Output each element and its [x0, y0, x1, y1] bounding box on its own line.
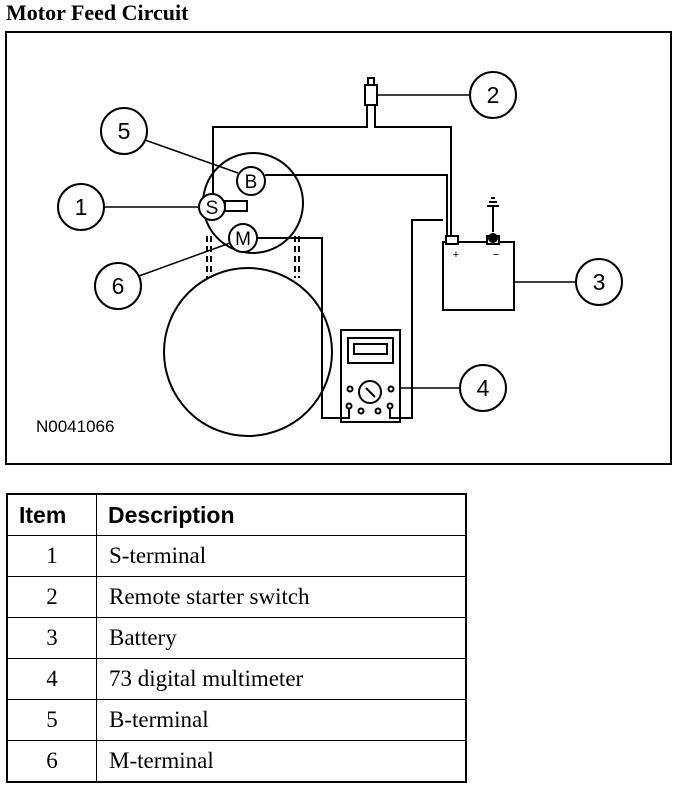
lead-m-to-meter	[257, 237, 350, 419]
callout-5: 5	[118, 118, 131, 144]
legend-table: Item Description 1 S-terminal 2 Remote s…	[6, 493, 467, 783]
wire-switch-to-battery	[374, 105, 452, 236]
multimeter-display-window	[353, 343, 388, 355]
wire-switch-to-s	[212, 105, 368, 194]
callout-circle-4	[459, 364, 507, 412]
multimeter-display	[347, 337, 394, 364]
battery-negative-post-cap	[488, 233, 498, 243]
callout-circle-5	[100, 107, 148, 155]
table-row: 5 B-terminal	[6, 699, 467, 741]
callout-6: 6	[112, 273, 125, 299]
leader-6	[138, 242, 231, 277]
multimeter-dial	[358, 380, 382, 404]
item-number: 1	[6, 535, 97, 577]
table-row: 6 M-terminal	[6, 740, 467, 783]
ground-symbol	[487, 197, 499, 232]
wire-b-to-battery	[265, 174, 448, 236]
table-row: 4 73 digital multimeter	[6, 658, 467, 700]
lead-battery-to-meter	[389, 219, 443, 419]
description-column-header: Description	[96, 493, 467, 536]
remote-switch-body	[364, 84, 378, 106]
battery	[442, 241, 515, 311]
m-terminal-label: M	[235, 229, 251, 250]
item-number: 6	[6, 740, 97, 783]
item-description: 73 digital multimeter	[96, 658, 467, 700]
item-number: 3	[6, 617, 97, 659]
table-row: 2 Remote starter switch	[6, 576, 467, 618]
item-number: 5	[6, 699, 97, 741]
callout-circle-6	[94, 262, 142, 310]
remote-switch-button	[367, 77, 375, 86]
item-description: S-terminal	[96, 535, 467, 577]
battery-minus-label: −	[493, 249, 499, 261]
callout-circle-2	[469, 71, 517, 119]
circuit-diagram-svg: B S M + − 1 2 3 4 5 6 N0041066	[36, 71, 623, 437]
battery-plus-label: +	[453, 249, 459, 261]
figure-code: N0041066	[36, 417, 114, 436]
callout-3: 3	[593, 269, 606, 295]
callout-2: 2	[487, 82, 500, 108]
multimeter-jack-right-top	[387, 385, 395, 393]
b-terminal-label: B	[245, 172, 258, 193]
item-number: 4	[6, 658, 97, 700]
callout-1: 1	[75, 194, 88, 220]
multimeter-jack-left-top	[346, 385, 354, 393]
page-title: Motor Feed Circuit	[6, 0, 189, 25]
item-description: Remote starter switch	[96, 576, 467, 618]
solenoid-motor-bracket	[206, 236, 300, 278]
multimeter-jack-2	[357, 407, 365, 415]
leader-5	[144, 139, 239, 174]
item-number: 2	[6, 576, 97, 618]
item-column-header: Item	[6, 493, 97, 536]
callout-4: 4	[477, 375, 490, 401]
b-terminal	[236, 166, 266, 196]
item-description: B-terminal	[96, 699, 467, 741]
item-description: Battery	[96, 617, 467, 659]
circuit-diagram: B S M + − 1 2 3 4 5 6 N0041066	[5, 31, 672, 465]
callout-circle-3	[575, 258, 623, 306]
table-row: 3 Battery	[6, 617, 467, 659]
multimeter-jack-4	[386, 402, 394, 410]
starter-motor-body	[163, 267, 333, 437]
item-description: M-terminal	[96, 740, 467, 783]
multimeter-jack-3	[374, 407, 382, 415]
s-terminal-label: S	[206, 198, 219, 219]
multimeter-jack-1	[345, 402, 353, 410]
table-row: 1 S-terminal	[6, 535, 467, 577]
battery-positive-post	[445, 235, 459, 245]
legend-header-row: Item Description	[6, 493, 467, 536]
multimeter-dial-pointer	[365, 387, 376, 398]
s-terminal-tab	[224, 200, 248, 212]
